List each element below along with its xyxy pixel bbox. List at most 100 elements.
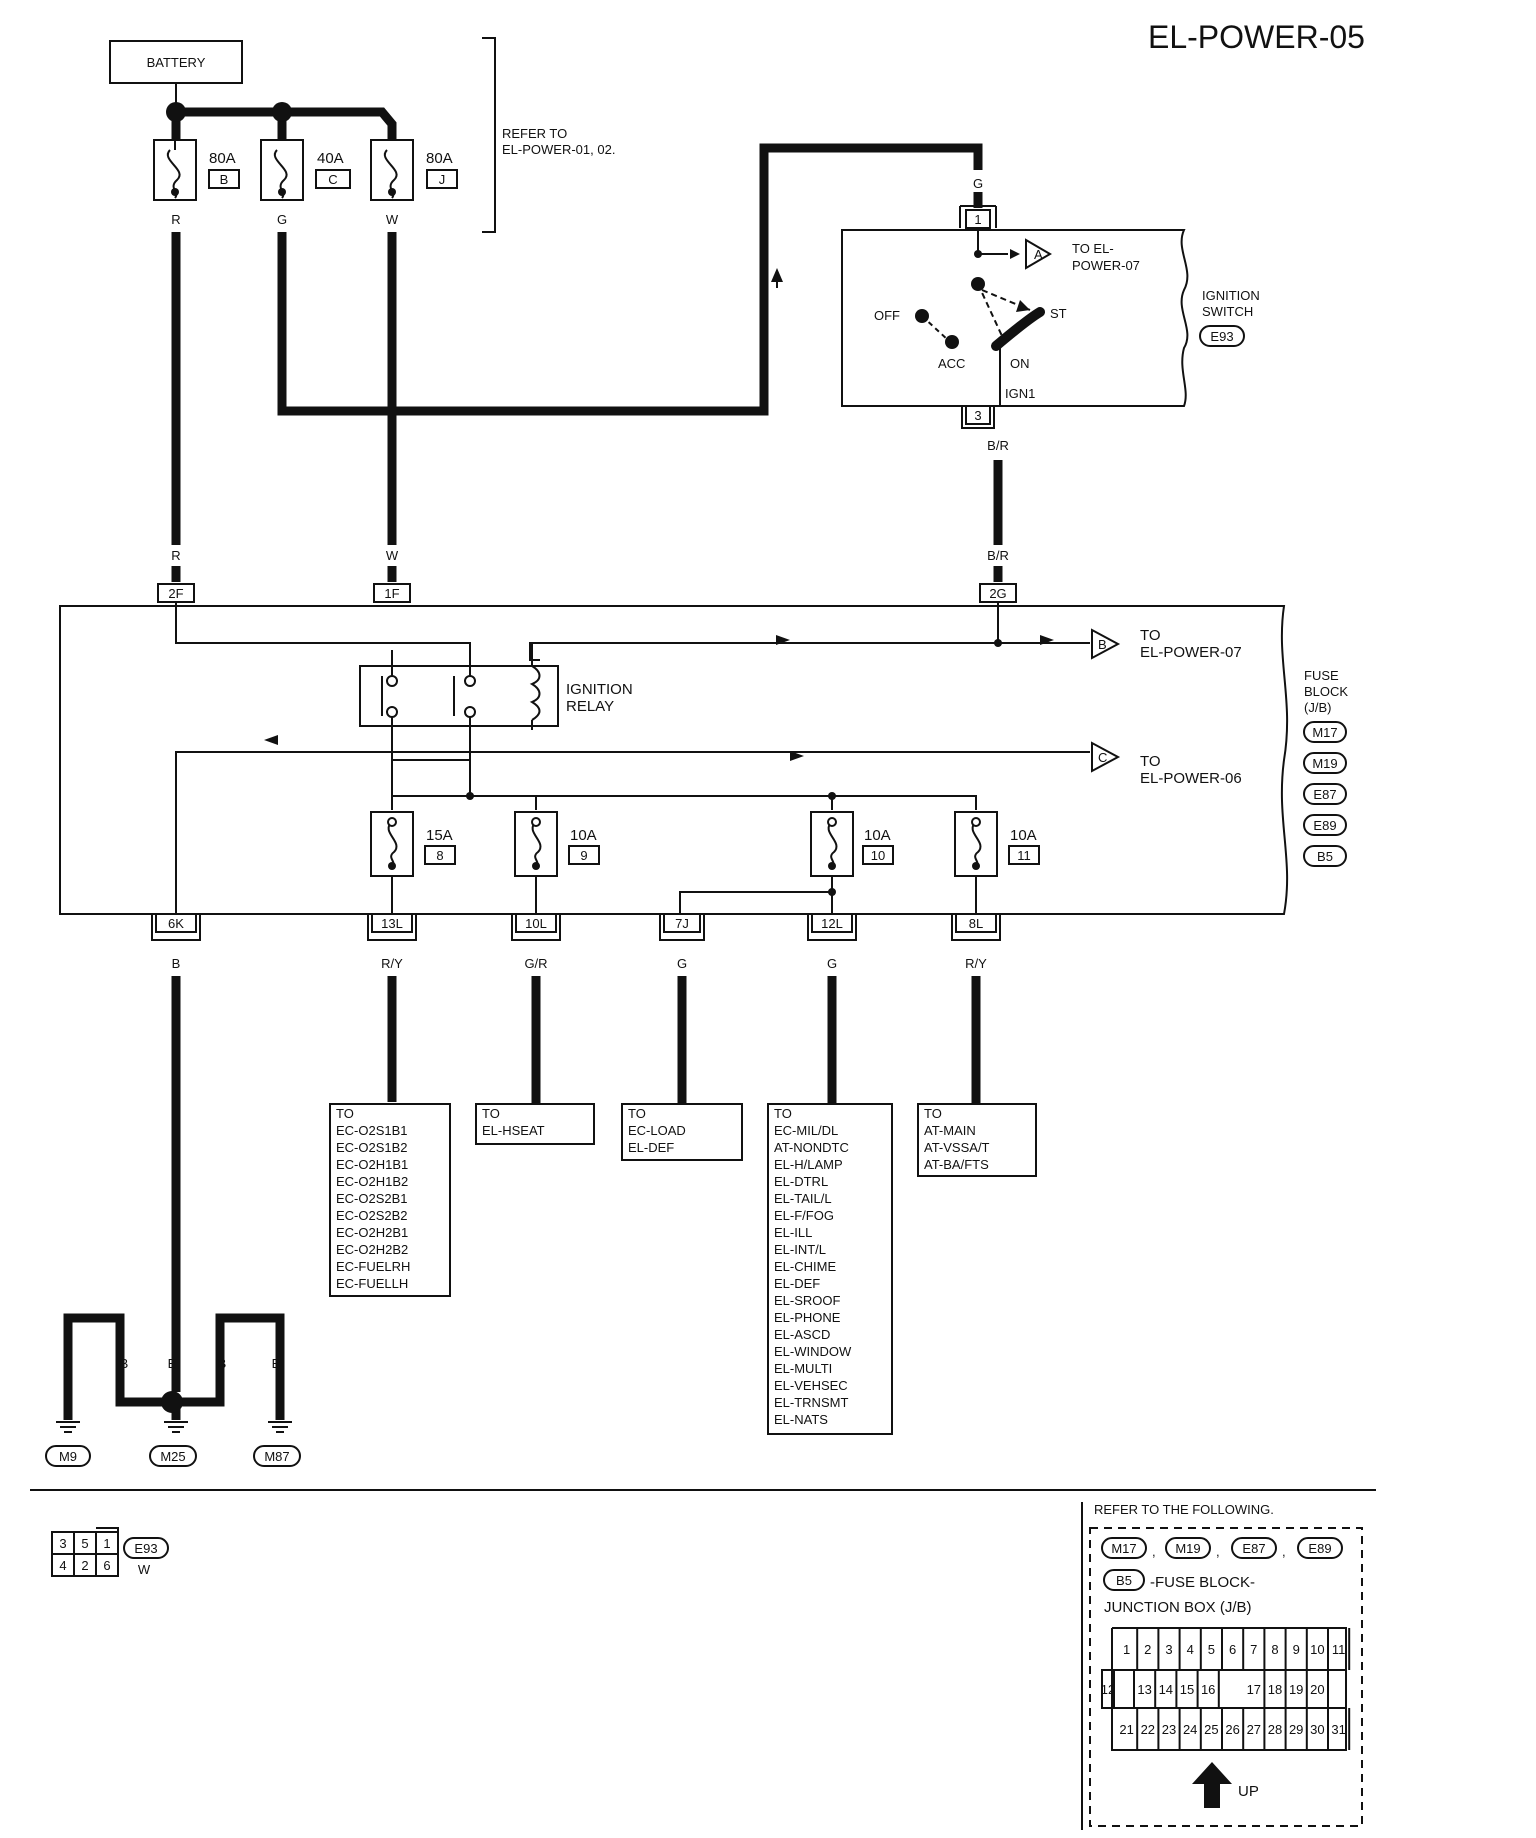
svg-text:EL-SROOF: EL-SROOF: [774, 1293, 841, 1308]
to-a-line2: POWER-07: [1072, 258, 1140, 273]
svg-text:-FUSE BLOCK-: -FUSE BLOCK-: [1150, 1574, 1255, 1591]
to-c-line1: TO: [1140, 753, 1161, 770]
splice-dot: [272, 102, 292, 122]
svg-text:M9: M9: [59, 1449, 77, 1464]
splice-dot: [166, 102, 186, 122]
fusible-link-1: [153, 139, 197, 201]
jb-terminal: 17: [1247, 1682, 1261, 1697]
jb-reference-panel: REFER TO THE FOLLOWING. M17 , M19 , E87 …: [1081, 1502, 1363, 1830]
fuse10-num: 10: [871, 848, 885, 863]
svg-text:M19: M19: [1175, 1541, 1200, 1556]
fuse8-num: 8: [436, 848, 443, 863]
svg-text:B5: B5: [1116, 1573, 1132, 1588]
destination-box-3: TO EC-LOAD EL-DEF: [621, 1103, 743, 1161]
svg-text:EL-H/LAMP: EL-H/LAMP: [774, 1157, 843, 1172]
svg-text:EC-O2S2B2: EC-O2S2B2: [336, 1208, 408, 1223]
svg-text:E89: E89: [1308, 1541, 1331, 1556]
ground-splice-dot: [161, 1391, 183, 1413]
svg-text:TO: TO: [774, 1106, 792, 1121]
svg-text:B: B: [168, 1356, 177, 1371]
relay-name-2: RELAY: [566, 698, 614, 715]
ign-pos-off: OFF: [874, 308, 900, 323]
svg-text:10L: 10L: [525, 916, 547, 931]
svg-text:G: G: [827, 956, 837, 971]
svg-text:EL-F/FOG: EL-F/FOG: [774, 1208, 834, 1223]
connector-b-letter: B: [1098, 637, 1107, 652]
svg-text:EC-O2H1B2: EC-O2H1B2: [336, 1174, 408, 1189]
fb-term-2g: 2G: [989, 586, 1006, 601]
svg-text:EL-HSEAT: EL-HSEAT: [482, 1123, 545, 1138]
fb-connector-list: M17 M19 E87 E89 B5: [1303, 721, 1347, 867]
svg-text:M87: M87: [264, 1449, 289, 1464]
svg-text:B: B: [172, 956, 181, 971]
svg-text:6: 6: [103, 1558, 110, 1573]
fb-term-1f: 1F: [384, 586, 399, 601]
svg-text:5: 5: [81, 1536, 88, 1551]
fusible-link-2: [260, 139, 304, 201]
connector-c-letter: C: [1098, 750, 1107, 765]
ignition-switch-box: [841, 229, 1189, 407]
ign-wire-out-color: B/R: [987, 438, 1009, 453]
destination-box-4: TO EC-MIL/DL AT-NONDTC EL-H/LAMP EL-DTRL…: [767, 1103, 893, 1435]
fuse-9: [514, 811, 558, 877]
ign-pos-on: ON: [1010, 356, 1030, 371]
ground-wire-colors: B B B B B: [64, 1356, 281, 1371]
jb-terminal: 16: [1201, 1682, 1215, 1697]
fuse-block-box: [59, 605, 1289, 915]
svg-text:EL-WINDOW: EL-WINDOW: [774, 1344, 852, 1359]
jb-terminal: 29: [1289, 1722, 1303, 1737]
fuse9-rating: 10A: [570, 827, 597, 844]
svg-text:EC-FUELLH: EC-FUELLH: [336, 1276, 408, 1291]
svg-text:13L: 13L: [381, 916, 403, 931]
jb-terminal: 6: [1229, 1642, 1236, 1657]
jb-terminal: 15: [1180, 1682, 1194, 1697]
destination-box-2: TO EL-HSEAT: [475, 1103, 595, 1145]
jb-terminal: 28: [1268, 1722, 1282, 1737]
jb-terminal: 5: [1208, 1642, 1215, 1657]
jb-up-label: UP: [1238, 1783, 1259, 1800]
jb-terminal: 11: [1332, 1642, 1346, 1657]
svg-text:EC-O2H2B2: EC-O2H2B2: [336, 1242, 408, 1257]
to-b-line1: TO: [1140, 627, 1161, 644]
relay-name-1: IGNITION: [566, 681, 633, 698]
svg-text:EL-TAIL/L: EL-TAIL/L: [774, 1191, 832, 1206]
fl1-rating: 80A: [209, 150, 236, 167]
svg-text:G: G: [677, 956, 687, 971]
jb-terminal: 23: [1162, 1722, 1176, 1737]
to-a-line1: TO EL-: [1072, 241, 1114, 256]
jb-terminal: 31: [1331, 1722, 1345, 1737]
svg-text:E93: E93: [134, 1541, 157, 1556]
jb-terminal: 20: [1310, 1682, 1324, 1697]
svg-text:EL-DEF: EL-DEF: [774, 1276, 820, 1291]
jb-terminal: 30: [1310, 1722, 1324, 1737]
wire-color-w-top: W: [386, 212, 399, 227]
svg-text:EC-O2H1B1: EC-O2H1B1: [336, 1157, 408, 1172]
wire-color-g-top: G: [277, 212, 287, 227]
ign-connector-e93: E93: [1210, 329, 1233, 344]
svg-text:EL-INT/L: EL-INT/L: [774, 1242, 826, 1257]
svg-text:EC-O2H2B1: EC-O2H2B1: [336, 1225, 408, 1240]
svg-text:1: 1: [103, 1536, 110, 1551]
svg-text:EL-MULTI: EL-MULTI: [774, 1361, 832, 1376]
svg-text:AT-NONDTC: AT-NONDTC: [774, 1140, 849, 1155]
svg-text:M25: M25: [160, 1449, 185, 1464]
fb-in-wire-br: B/R: [987, 548, 1009, 563]
destination-box-1: TO EC-O2S1B1 EC-O2S1B2 EC-O2H1B1 EC-O2H1…: [329, 1103, 451, 1297]
fusible-link-3: [370, 139, 414, 201]
svg-text:EL-VEHSEC: EL-VEHSEC: [774, 1378, 848, 1393]
svg-text:12L: 12L: [821, 916, 843, 931]
svg-text:6K: 6K: [168, 916, 184, 931]
fb-in-wire-w: W: [386, 548, 399, 563]
jb-terminal: 18: [1268, 1682, 1282, 1697]
ign-ign1: IGN1: [1005, 386, 1035, 401]
svg-text:EC-O2S1B1: EC-O2S1B1: [336, 1123, 408, 1138]
svg-text:E87: E87: [1242, 1541, 1265, 1556]
svg-text:8L: 8L: [969, 916, 983, 931]
e93-connector-face: 3 5 1 4 2 6 E93 W: [51, 1527, 169, 1577]
battery-box: [109, 40, 243, 84]
jb-terminal: 19: [1289, 1682, 1303, 1697]
svg-text:,: ,: [1282, 1544, 1286, 1559]
